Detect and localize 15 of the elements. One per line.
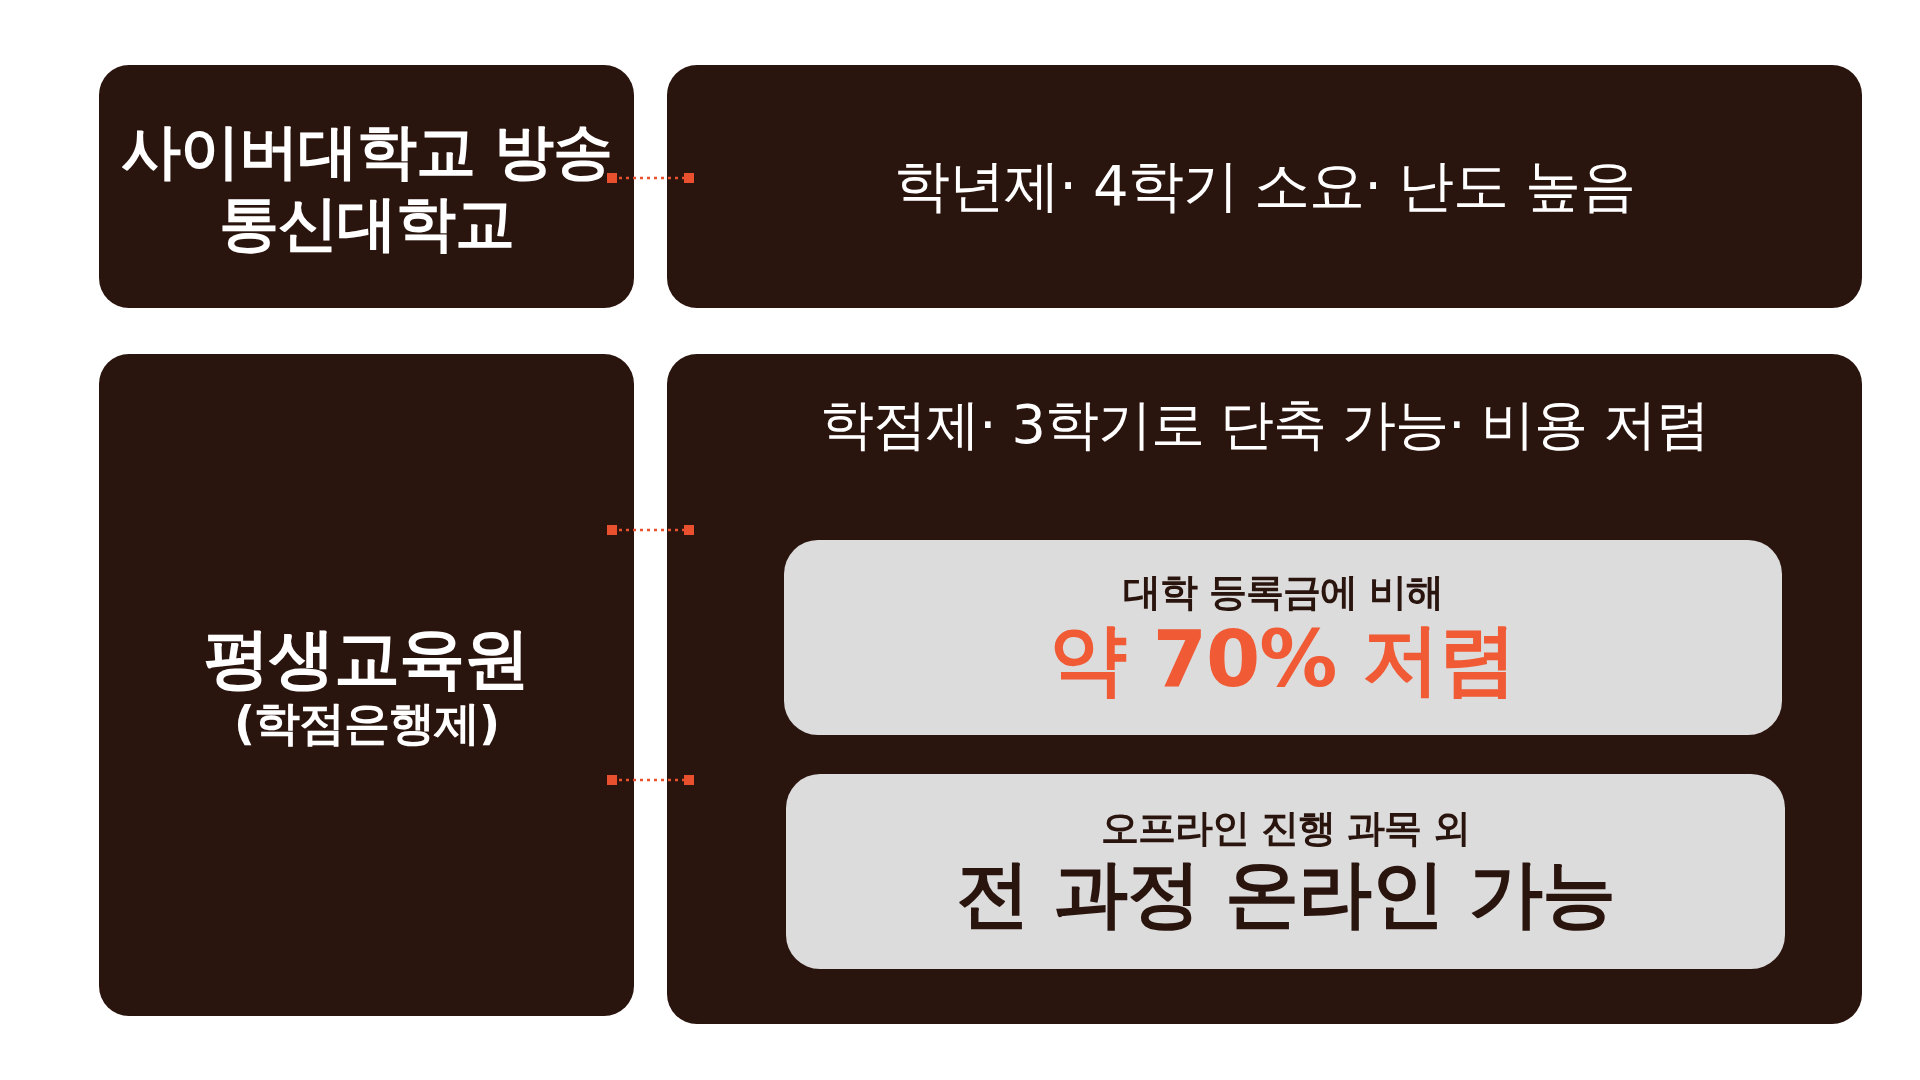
note-text: 오프라인 진행 과목 외 (1100, 807, 1471, 851)
description-text: 학년제· 4학기 소요· 난도 높음 (894, 154, 1635, 219)
highlight-text: 전 과정 온라인 가능 (956, 850, 1615, 936)
dark-panel (667, 354, 1862, 1024)
box-subheading: (학점은행제) (233, 696, 499, 750)
dark-panel (667, 65, 1862, 308)
highlight-card (786, 774, 1785, 969)
box-heading: 평생교육원 (204, 620, 529, 697)
highlight-card (784, 540, 1782, 735)
description-text: 학점제· 3학기로 단축 가능· 비용 저렴 (820, 394, 1709, 457)
dark-panel (99, 354, 634, 1016)
highlight-text: 약 70% 저렴 (1049, 614, 1517, 705)
box-heading: 사이버대학교 방송통신대학교 (119, 114, 614, 259)
dark-panel (99, 65, 634, 308)
note-text: 대학 등록금에 비해 (1122, 570, 1444, 615)
